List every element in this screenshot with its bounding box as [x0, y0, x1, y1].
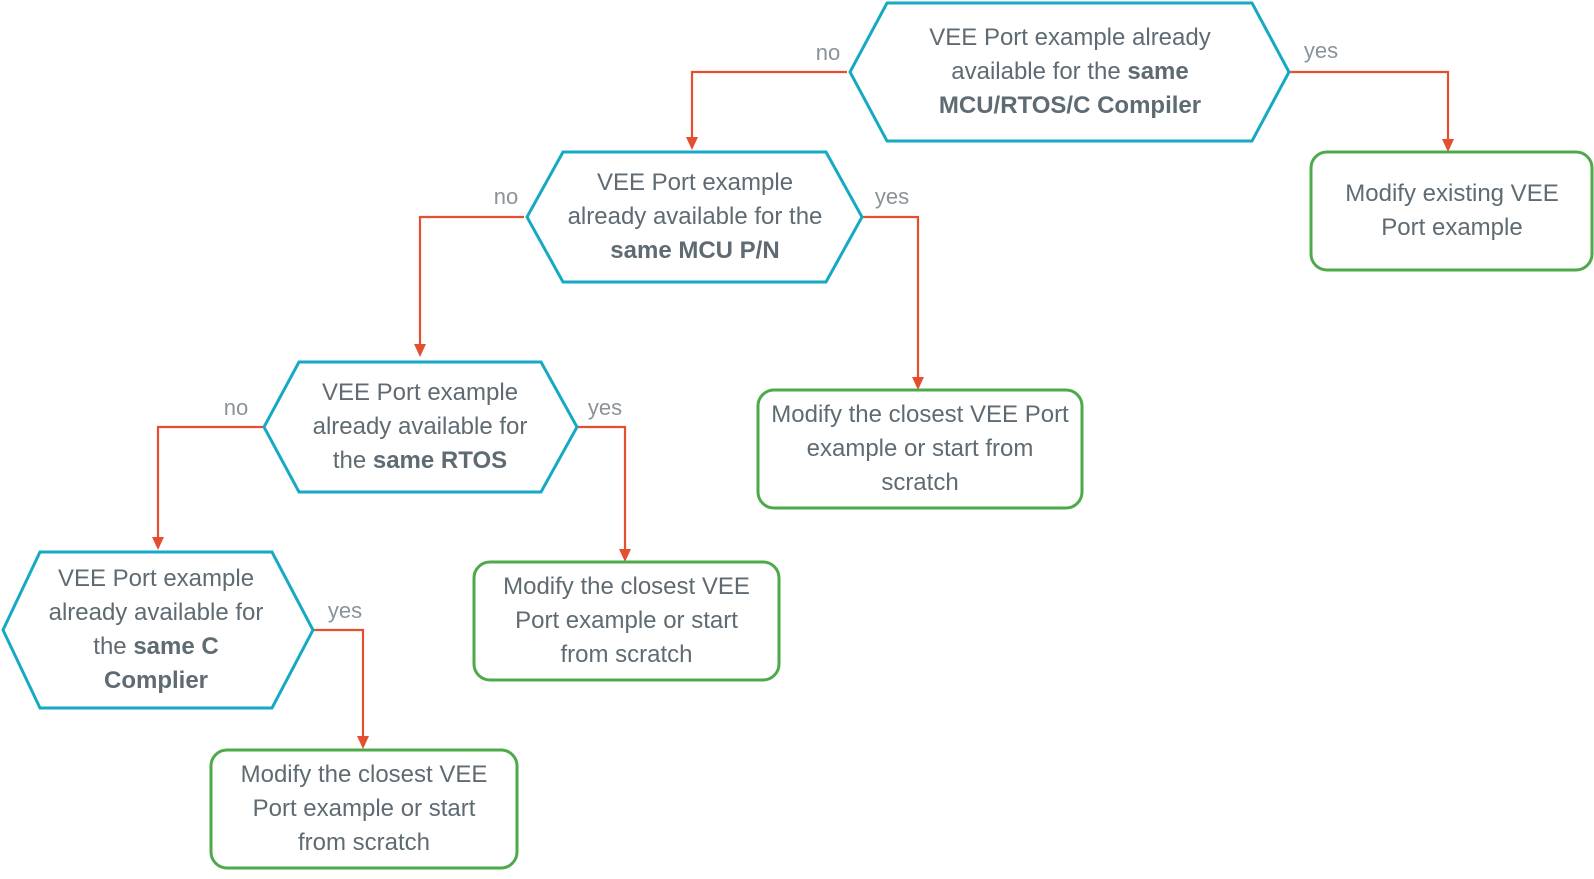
edge-compiler-yes [312, 628, 365, 737]
arrowhead-top-no [686, 137, 698, 150]
edge-top-yes [1288, 70, 1450, 140]
arrowhead-rtos-yes [619, 549, 631, 562]
outcome-closest-from-rtos-shape [472, 560, 781, 682]
arrowhead-top-yes [1442, 139, 1454, 152]
decision-c-compiler-lead: VEE Port example already available for t… [48, 565, 264, 660]
decision-rtos-shape [262, 360, 579, 494]
edge-top-no [690, 70, 847, 138]
outcome-modify-existing-shape [1309, 150, 1594, 272]
outcome-closest-from-compiler: Modify the closest VEE Port example or s… [213, 752, 515, 866]
decision-rtos-lead: VEE Port example already available for t… [312, 379, 528, 474]
outcome-closest-from-rtos: Modify the closest VEE Port example or s… [476, 564, 777, 678]
decision-mcu-pn-strong: same MCU P/N [610, 237, 780, 264]
connectors [152, 70, 1454, 749]
outcome-closest-from-mcu: Modify the closest VEE Port example or s… [760, 392, 1080, 506]
decision-mcu-rtos-compiler-shape [848, 1, 1291, 143]
arrowhead-mcu-no [414, 344, 426, 357]
decision-c-compiler-shape [1, 550, 315, 710]
decision-c-compiler: VEE Port example already available for t… [36, 552, 276, 708]
outcome-closest-from-compiler-label: Modify the closest VEE Port example or s… [240, 761, 488, 856]
outcome-closest-from-rtos-label: Modify the closest VEE Port example or s… [503, 573, 750, 668]
arrowhead-mcu-yes [912, 377, 924, 390]
decision-rtos: VEE Port example already available for t… [292, 362, 548, 492]
outcome-closest-from-compiler-shape [209, 748, 519, 870]
decision-shapes [1, 1, 1291, 710]
outcome-shapes [209, 150, 1594, 870]
outcome-closest-from-mcu-label: Modify the closest VEE Port example or s… [771, 401, 1069, 496]
decision-rtos-strong: same RTOS [372, 447, 508, 474]
arrowhead-rtos-no [152, 537, 164, 550]
decision-mcu-pn-shape [525, 150, 864, 284]
edge-label-compiler-yes: yes [328, 598, 362, 623]
edge-mcu-yes [860, 215, 920, 378]
outcome-closest-from-mcu-shape [756, 388, 1084, 510]
decision-mcu-pn: VEE Port example already available for t… [560, 152, 830, 282]
edge-mcu-no [418, 215, 524, 345]
decision-mcu-pn-lead: VEE Port example already available for t… [567, 169, 823, 230]
edge-label-mcu-yes: yes [875, 184, 909, 209]
edge-label-rtos-yes: yes [588, 395, 622, 420]
edge-label-mcu-no: no [494, 184, 518, 209]
edge-label-top-no: no [816, 40, 840, 65]
decision-c-compiler-strong: same C Complier [103, 633, 219, 694]
edge-label-top-yes: yes [1304, 38, 1338, 63]
edge-label-rtos-no: no [224, 395, 248, 420]
decision-mcu-rtos-compiler-strong: same MCU/RTOS/C Compiler [938, 58, 1202, 119]
outcome-modify-existing: Modify existing VEE Port example [1313, 154, 1591, 268]
arrowhead-compiler-yes [357, 736, 369, 749]
decision-mcu-rtos-compiler: VEE Port example already available for t… [880, 6, 1260, 138]
edge-labels: no yes no yes no yes yes [224, 38, 1338, 623]
edge-rtos-no [156, 425, 265, 538]
decision-mcu-rtos-compiler-lead: VEE Port example already available for t… [929, 24, 1211, 85]
edge-rtos-yes [575, 425, 627, 550]
outcome-modify-existing-label: Modify existing VEE Port example [1345, 180, 1559, 241]
